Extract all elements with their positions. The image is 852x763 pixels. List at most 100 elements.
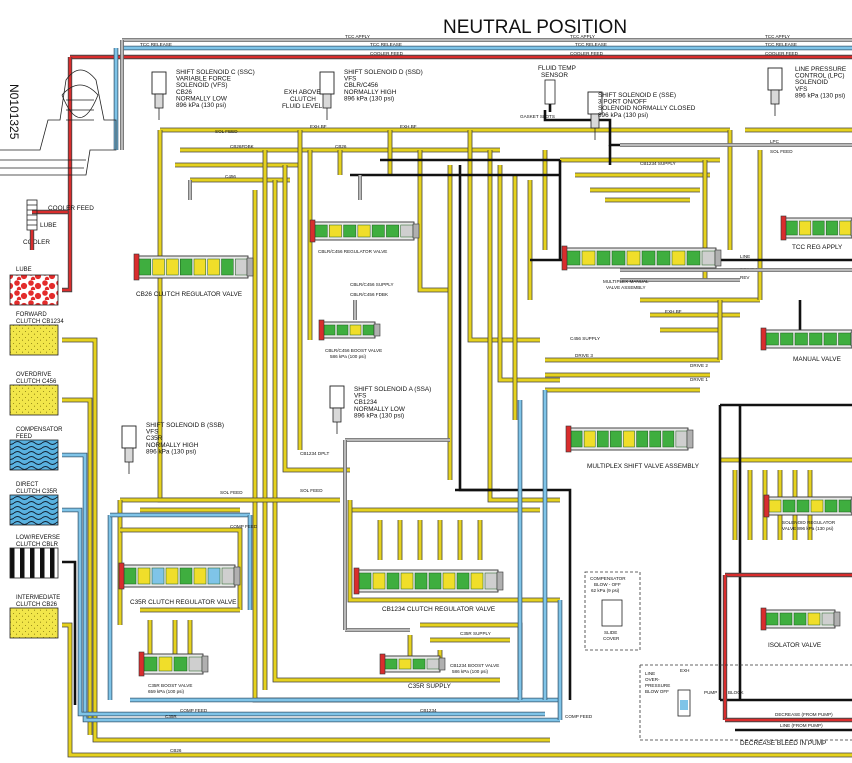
solenoid-label-ssd-1: VFS — [344, 76, 356, 83]
cblr-c456-boost-valve-land — [336, 324, 349, 336]
solenoid-body-ssa — [329, 385, 345, 409]
label-drive-3: DRIVE 3 — [575, 353, 593, 358]
solenoid-label-ssb-2: C35R — [146, 435, 163, 442]
isolator-valve-land — [793, 612, 807, 626]
cb1234-clutch-regulator-valve-land — [470, 572, 484, 590]
legend-label-compensator-1: FEED — [16, 434, 33, 440]
solenoid-regulator-valve-land — [782, 499, 796, 513]
solenoid-label-lpc-0: LINE PRESSURE — [795, 66, 846, 73]
isolator-valve: ISOLATOR VALVE — [760, 607, 841, 649]
label-c35r-supply-line: C35R SUPPLY — [460, 631, 491, 636]
solenoid-label-ssa-0: SHIFT SOLENOID A (SSA) — [354, 386, 431, 393]
label-comp-feed-bottom: COMP FEED — [180, 708, 208, 713]
label-c456-supply: C456 SUPPLY — [570, 336, 600, 341]
solenoid-label-ssc-0: SHIFT SOLENOID C (SSC) — [176, 69, 255, 76]
solenoid-label-ssb-0: SHIFT SOLENOID B (SSB) — [146, 422, 224, 429]
c35r-supply-label: C35R SUPPLY — [408, 683, 452, 690]
c35r-boost-label-2: 659 kPa (100 psi) — [148, 689, 184, 694]
label-sol-feed: SOL FEED — [215, 129, 238, 134]
manual-valve-label: MANUAL VALVE — [793, 356, 841, 363]
label-sol-feed-3: SOL FEED — [300, 488, 323, 493]
solenoid-label-ssd-2: CBLR/C456 — [344, 82, 379, 89]
tcc-reg-apply-valve-land — [812, 220, 825, 236]
label-c35r-bottom: C35R — [165, 714, 177, 719]
manual-valve-land — [794, 332, 808, 346]
multiplex-manual-valve-land — [641, 250, 656, 266]
cblr-boost-label-2: 586 kPa (100 psi) — [330, 354, 366, 359]
line-blowoff — [677, 689, 691, 717]
solenoid-sse: SHIFT SOLENOID E (SSE)3 PORT ON/OFFSOLEN… — [587, 91, 696, 140]
solenoid-label-ssc-3: CB26 — [176, 89, 192, 96]
cb26-clutch-regulator-valve-land — [193, 258, 206, 276]
cb1234-clutch-regulator-valve-land — [400, 572, 414, 590]
isolator-valve-label: ISOLATOR VALVE — [768, 642, 821, 649]
cb1234-clutch-regulator-valve-land — [358, 572, 372, 590]
cblr-c456-boost-valve-endcap — [318, 319, 325, 341]
cb26-clutch-regulator-valve: CB26 CLUTCH REGULATOR VALVE — [133, 253, 254, 298]
cblr-reg-label: CBLR/C456 REGULATOR VALVE — [318, 249, 387, 254]
c35r-reg-label: C35R CLUTCH REGULATOR VALVE — [130, 599, 236, 606]
multiplex-manual-label-1: MULTIPLEX MANUAL — [603, 279, 649, 284]
multiplex-manual-valve-land — [596, 250, 611, 266]
legend-label-direct-1: CLUTCH C35R — [16, 489, 58, 495]
cb26-clutch-regulator-valve-land — [221, 258, 234, 276]
label-comp-feed-bottom-2: COMP FEED — [565, 714, 593, 719]
pump-circuits — [639, 572, 852, 741]
cblr-c456-boost-valve-land — [362, 324, 375, 336]
label-drive-2: DRIVE 2 — [690, 363, 708, 368]
exh-blowoff: EXH — [680, 668, 689, 673]
c35r-clutch-regulator-valve-land — [179, 567, 193, 585]
solenoid-body-ssd — [319, 71, 335, 95]
label-tcc-release-3: TCC RELEASE — [575, 42, 607, 47]
multiplex-shift-valve-land — [583, 430, 596, 448]
cblr-c456-regulator-valve-land — [314, 224, 328, 238]
multiplex-shift-valve-land — [636, 430, 648, 448]
document-id: N0101325 — [7, 84, 21, 140]
multiplex-manual-valve-land — [686, 250, 701, 266]
c35r-boost-valve-land — [143, 656, 158, 672]
cb26-clutch-regulator-valve-land — [180, 258, 193, 276]
decrease-bleed-label: DECREASE BLEED IN PUMP — [740, 740, 826, 747]
legend-swatch-lowreverse — [9, 547, 59, 579]
label-tcc-release: TCC RELEASE — [140, 42, 172, 47]
isolator-valve-land — [779, 612, 793, 626]
cb1234-boost-valve-spring-end — [438, 657, 446, 671]
slide-cover-2: COVER — [603, 636, 620, 641]
solenoid-label-ssd-4: 896 kPa (130 psi) — [344, 95, 394, 102]
manual-valve-land — [780, 332, 794, 346]
fluid-temp-label-2: SENSOR — [541, 72, 568, 79]
multiplex-manual-valve-land — [671, 250, 686, 266]
legend-swatch-compensator — [9, 439, 59, 471]
legend-label-forward-0: FORWARD — [16, 312, 47, 318]
solenoid-ssa: SHIFT SOLENOID A (SSA)VFSCB1234NORMALLY … — [329, 385, 431, 434]
legend-swatch-lube — [9, 274, 59, 306]
manual-valve-land — [838, 332, 852, 346]
legend-swatch-forward — [9, 324, 59, 356]
multiplex-manual-valve-land — [656, 250, 671, 266]
isolator-valve-land — [807, 612, 821, 626]
solenoid-regulator-valve-land — [838, 499, 852, 513]
comp-blowoff-1: COMPENSATOR — [590, 576, 626, 581]
c35r-boost-valve-land — [188, 656, 203, 672]
label-drive-1b: DRIVE 1 — [690, 377, 708, 382]
legend-label-forward-1: CLUTCH CB1234 — [16, 319, 64, 325]
label-cb26-top: CB26 — [335, 144, 347, 149]
exh-above-label-3: FLUID LEVEL — [282, 103, 323, 110]
tcc-reg-apply-valve-land — [825, 220, 838, 236]
line-blowoff-2: OVER- — [645, 677, 660, 682]
solenoid-reg-label-1: SOLENOID REGULATOR — [782, 520, 836, 525]
cb1234-clutch-regulator-valve-land — [372, 572, 386, 590]
legend-item-lube: LUBE — [9, 267, 59, 306]
legend-label-lube-0: LUBE — [16, 267, 32, 273]
solenoid-label-ssb-4: 896 kPa (130 psi) — [146, 448, 196, 455]
torque-converter — [0, 69, 117, 176]
